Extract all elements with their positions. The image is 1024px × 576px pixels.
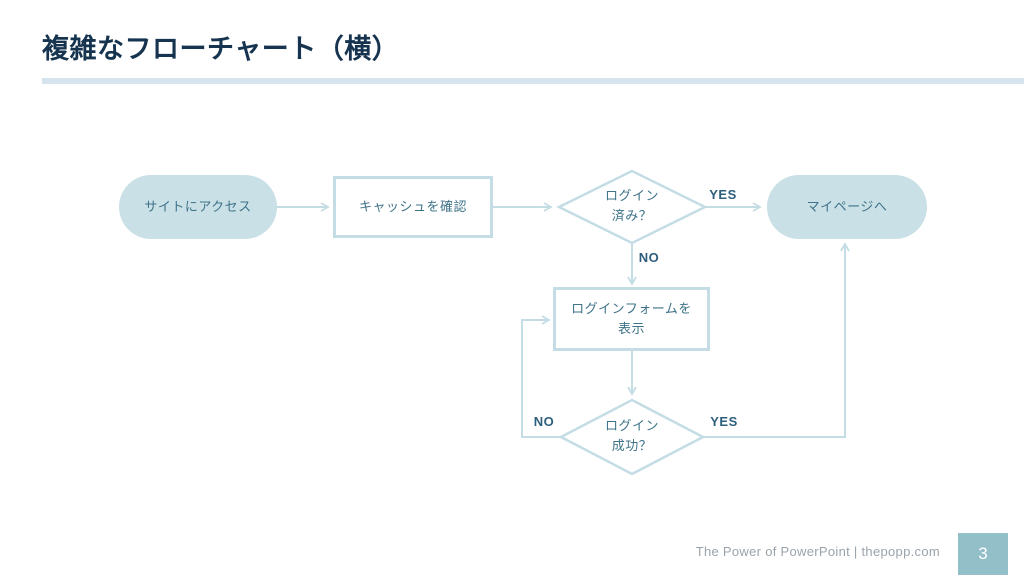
logged-in-line-1: ログイン xyxy=(604,188,659,203)
edge-label-login-success-no: NO xyxy=(533,414,555,429)
decision-logged-in-shape xyxy=(556,169,708,245)
login-form-line-2: 表示 xyxy=(617,321,645,336)
login-form-line-1: ログインフォームを xyxy=(571,300,692,316)
page-number: 3 xyxy=(978,544,988,563)
node-logged-in-decision-label: ログイン 済み？ xyxy=(567,186,697,226)
node-check-cache-process: キャッシュを確認 xyxy=(333,176,493,238)
footer-credit: The Power of PowerPoint | thepopp.com xyxy=(695,544,940,559)
connector-login-success-yes-to-my-page xyxy=(704,242,850,438)
title-underline xyxy=(42,78,1024,84)
page-number-badge: 3 xyxy=(958,533,1008,575)
login-success-line-2: 成功？ xyxy=(611,438,653,454)
node-start-terminator: サイトにアクセス xyxy=(119,175,277,239)
slide-title: 複雑なフローチャート（横） xyxy=(42,34,400,64)
edge-label-logged-in-yes: YES xyxy=(709,187,737,202)
node-login-success-decision-label: ログイン 成功？ xyxy=(567,416,697,456)
logged-in-line-2: 済み？ xyxy=(611,208,653,224)
connector-login-success-no-loop xyxy=(521,315,560,438)
edge-label-logged-in-no: NO xyxy=(638,250,660,265)
node-start-label: サイトにアクセス xyxy=(144,198,252,214)
node-check-cache-label: キャッシュを確認 xyxy=(358,198,467,214)
login-success-line-1: ログイン xyxy=(604,418,659,433)
decision-login-success-shape xyxy=(558,398,706,476)
node-my-page-label: マイページへ xyxy=(806,198,888,214)
node-login-form-process: ログインフォームを 表示 xyxy=(553,287,710,351)
edge-label-login-success-yes: YES xyxy=(710,414,738,429)
node-my-page-terminator: マイページへ xyxy=(767,175,927,239)
